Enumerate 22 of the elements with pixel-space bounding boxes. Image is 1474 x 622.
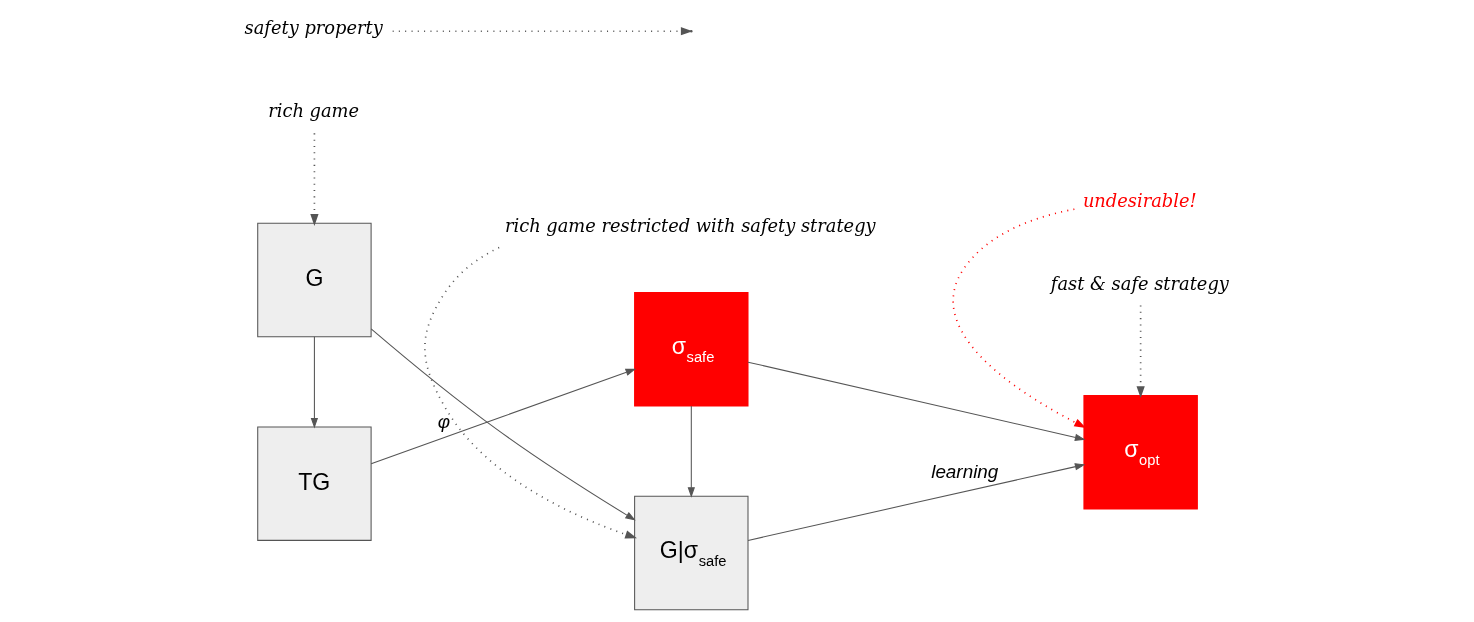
node-box: G|σ$_{safe}$ [633, 495, 749, 611]
edge-label: φ [437, 411, 450, 433]
node-box: σ$_{safe}$ [633, 292, 749, 407]
arrow [309, 132, 319, 226]
node-box: G [256, 222, 372, 338]
arrow [370, 328, 636, 521]
arrow [687, 405, 695, 498]
edge-label: learning [930, 460, 998, 482]
node-text: rich game [267, 100, 359, 122]
arrow [747, 361, 1085, 441]
node-text: fast & safe strategy [1050, 272, 1229, 294]
arrow [951, 208, 1086, 428]
arrow [423, 246, 637, 539]
arrow [1136, 304, 1145, 399]
node-box: TG [256, 426, 372, 541]
arrow [747, 463, 1085, 541]
node-text: rich game restricted with safety strategy [504, 214, 876, 236]
node-box: σ$_{opt}$ [1082, 395, 1198, 510]
node-text: undesirable! [1082, 189, 1197, 211]
arrow [370, 368, 636, 465]
node-text: safety property [244, 17, 383, 39]
arrow [310, 336, 318, 429]
